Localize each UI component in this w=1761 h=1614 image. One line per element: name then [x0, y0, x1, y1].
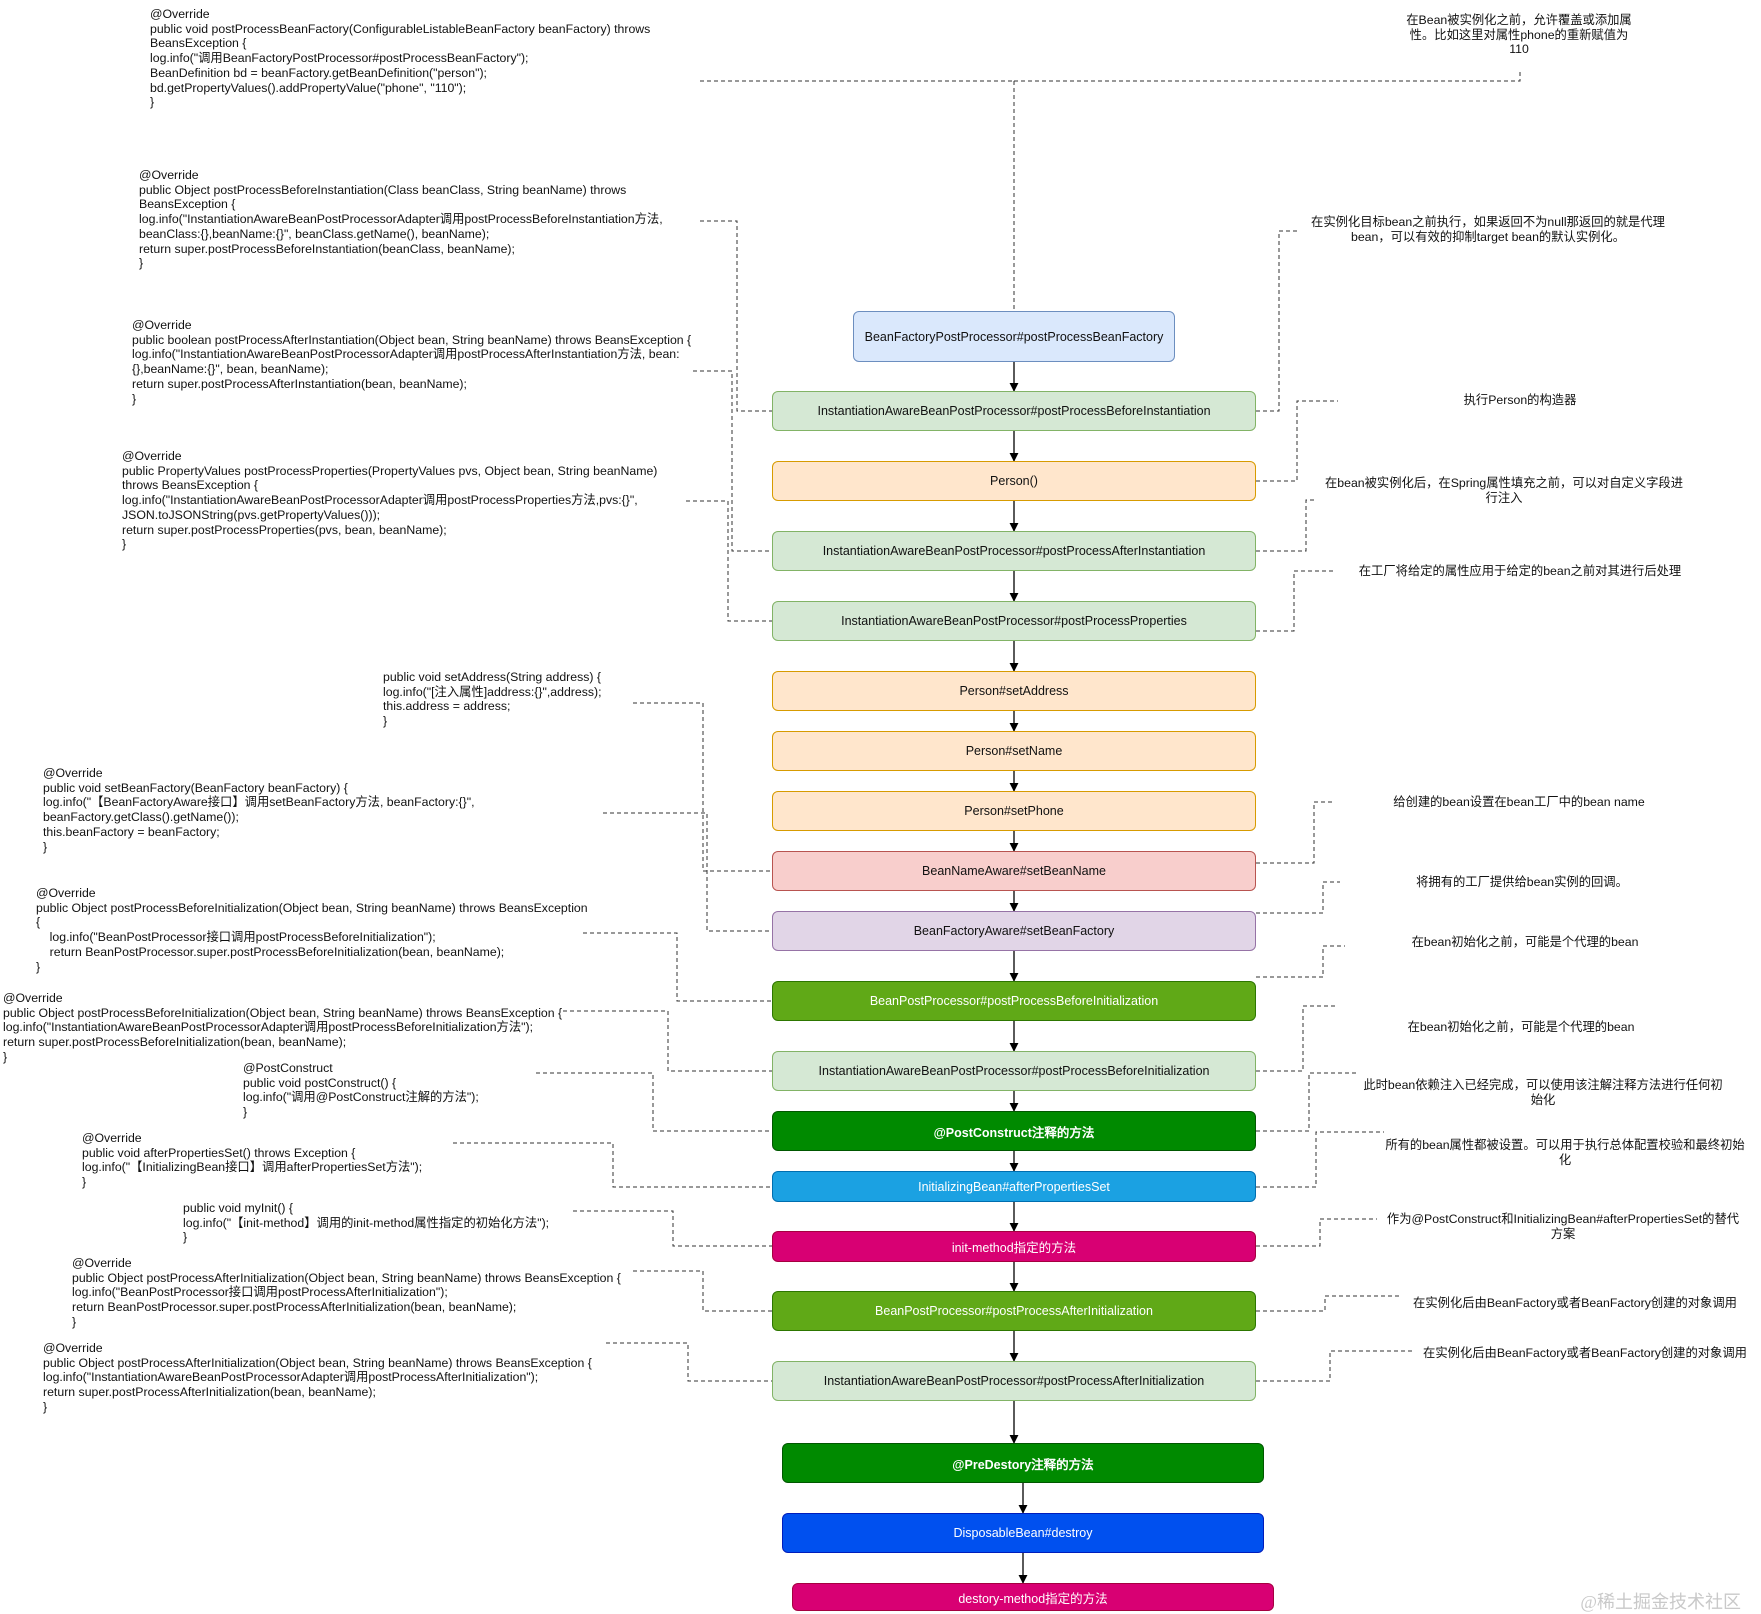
dashed-connector-note-11	[1256, 1295, 1400, 1312]
note-before-instantiation: 在实例化目标bean之前执行，如果返回不为null那返回的就是代理bean，可以…	[1311, 215, 1665, 244]
flow-arrows	[1009, 362, 1028, 1584]
node-after-instantiation[interactable]: InstantiationAwareBeanPostProcessor#post…	[772, 531, 1256, 571]
dashed-connector-note-12	[1256, 1350, 1414, 1382]
code-before-instantiation: @Override public Object postProcessBefor…	[139, 168, 663, 271]
code-after-instantiation: @Override public boolean postProcessAfte…	[132, 318, 692, 406]
node-destroy-method[interactable]: destory-method指定的方法	[792, 1583, 1274, 1611]
node-disposable-destroy[interactable]: DisposableBean#destroy	[782, 1513, 1264, 1553]
dashed-connector-note-1	[1256, 400, 1338, 482]
node-before-instantiation[interactable]: InstantiationAwareBeanPostProcessor#post…	[772, 391, 1256, 431]
dashed-connector-code-0	[700, 220, 772, 412]
watermark-text: @稀土掘金技术社区	[1580, 1592, 1741, 1612]
node-bpp-before-initialization[interactable]: BeanPostProcessor#postProcessBeforeIniti…	[772, 981, 1256, 1021]
note-iabpp-after-initialization: 在实例化后由BeanFactory或者BeanFactory创建的对象调用	[1423, 1346, 1747, 1360]
note-bpp-after-initialization: 在实例化后由BeanFactory或者BeanFactory创建的对象调用	[1413, 1296, 1737, 1310]
node-iabpp-after-initialization[interactable]: InstantiationAwareBeanPostProcessor#post…	[772, 1361, 1256, 1401]
note-bpp-before-initialization: 在bean初始化之前，可能是个代理的bean	[1411, 935, 1639, 949]
node-set-address[interactable]: Person#setAddress	[772, 671, 1256, 711]
dashed-connector-note-8	[1256, 1072, 1356, 1132]
dashed-connector-code-6	[563, 1010, 772, 1072]
node-set-bean-factory[interactable]: BeanFactoryAware#setBeanFactory	[772, 911, 1256, 951]
code-iabpp-before-initialization: @Override public Object postProcessBefor…	[3, 991, 563, 1064]
dashed-connector-code-3	[633, 702, 772, 872]
dashed-connector-note-5	[1256, 881, 1340, 914]
dashed-connector-note-10	[1256, 1218, 1377, 1247]
code-init-method: public void myInit() { log.info("【init-m…	[183, 1201, 550, 1245]
node-set-phone[interactable]: Person#setPhone	[772, 791, 1256, 831]
node-set-name[interactable]: Person#setName	[772, 731, 1256, 771]
code-post-process-bean-factory: @Override public void postProcessBeanFac…	[150, 7, 651, 110]
dashed-connector-code-11	[606, 1342, 772, 1382]
dashed-connector-note-4	[1256, 801, 1335, 864]
note-iabpp-before-initialization: 在bean初始化之前，可能是个代理的bean	[1407, 1020, 1635, 1034]
note-after-instantiation: 在bean被实例化后，在Spring属性填充之前，可以对自定义字段进行注入	[1324, 476, 1684, 505]
code-iabpp-after-initialization: @Override public Object postProcessAfter…	[43, 1341, 592, 1414]
node-pre-destroy[interactable]: @PreDestory注释的方法	[782, 1443, 1264, 1483]
node-person-constructor[interactable]: Person()	[772, 461, 1256, 501]
note-post-construct: 此时bean依赖注入已经完成，可以使用该注解注释方法进行任何初始化	[1363, 1078, 1723, 1107]
node-set-bean-name[interactable]: BeanNameAware#setBeanName	[772, 851, 1256, 891]
code-set-address: public void setAddress(String address) {…	[383, 670, 602, 729]
node-after-properties-set[interactable]: InitializingBean#afterPropertiesSet	[772, 1171, 1256, 1202]
dashed-connector-code-7	[536, 1072, 772, 1132]
code-set-bean-factory: @Override public void setBeanFactory(Bea…	[43, 766, 475, 854]
note-post-process-properties: 在工厂将给定的属性应用于给定的bean之前对其进行后处理	[1358, 564, 1682, 578]
note-after-properties-set: 所有的bean属性都被设置。可以用于执行总体配置校验和最终初始化	[1385, 1138, 1745, 1167]
dashed-connector-note-0	[1256, 230, 1300, 412]
dashed-connectors	[453, 70, 1521, 1382]
dashed-connector-note-9	[1256, 1131, 1384, 1188]
dashed-connector-code-9	[573, 1210, 772, 1247]
code-bpp-after-initialization: @Override public Object postProcessAfter…	[72, 1256, 621, 1329]
node-post-construct[interactable]: @PostConstruct注释的方法	[772, 1111, 1256, 1151]
dashed-connector-code-8	[453, 1142, 772, 1188]
dashed-connector-code-10	[633, 1270, 772, 1312]
node-iabpp-before-initialization[interactable]: InstantiationAwareBeanPostProcessor#post…	[772, 1051, 1256, 1091]
code-post-process-properties: @Override public PropertyValues postProc…	[122, 449, 658, 552]
node-init-method[interactable]: init-method指定的方法	[772, 1231, 1256, 1262]
code-after-properties-set: @Override public void afterPropertiesSet…	[82, 1131, 423, 1190]
node-bpp-after-initialization[interactable]: BeanPostProcessor#postProcessAfterInitia…	[772, 1291, 1256, 1331]
note-set-bean-name: 给创建的bean设置在bean工厂中的bean name	[1393, 795, 1645, 809]
dashed-connector-note-6	[1256, 945, 1345, 978]
dashed-connector-note	[1014, 70, 1521, 82]
dashed-connector-note-7	[1256, 1005, 1336, 1072]
note-person-constructor: 执行Person的构造器	[1463, 393, 1577, 407]
node-bean-factory-post-processor[interactable]: BeanFactoryPostProcessor#postProcessBean…	[853, 311, 1175, 362]
code-post-construct: @PostConstruct public void postConstruct…	[243, 1061, 479, 1120]
dashed-connector-code-5	[583, 932, 772, 1002]
note-set-bean-factory: 将拥有的工厂提供给bean实例的回调。	[1416, 875, 1628, 889]
code-bpp-before-initialization: @Override public Object postProcessBefor…	[36, 886, 588, 974]
note-bean-factory-post-processor: 在Bean被实例化之前，允许覆盖或添加属性。比如这里对属性phone的重新赋值为…	[1406, 13, 1632, 57]
node-post-process-properties[interactable]: InstantiationAwareBeanPostProcessor#post…	[772, 601, 1256, 641]
dashed-connector-code-2	[686, 500, 772, 622]
dashed-connector-code-4	[603, 812, 772, 932]
dashed-connector-note-2	[1256, 499, 1317, 552]
dashed-connector-note-3	[1256, 570, 1336, 632]
dashed-connector-code-1	[693, 370, 772, 552]
note-init-method: 作为@PostConstruct和InitializingBean#afterP…	[1386, 1212, 1740, 1241]
